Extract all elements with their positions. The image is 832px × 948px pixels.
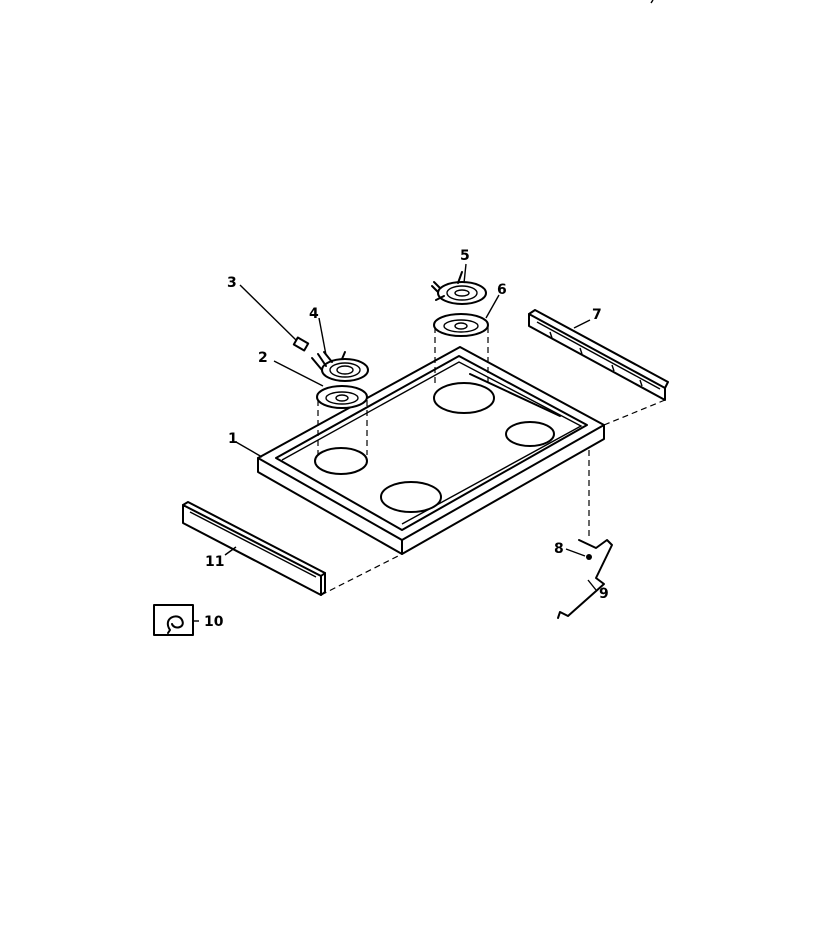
burner-opening [314,447,368,475]
part-label-7: 7 [592,307,602,323]
corner-mark [650,0,654,4]
part-label-8: 8 [554,541,564,557]
bracket [557,539,613,619]
part-label-11: 11 [205,554,224,570]
part-label-4: 4 [309,306,319,322]
drip-bowl-left [316,385,368,455]
burner-opening [433,382,495,414]
terminal-block [292,336,310,352]
surface-element-right [431,271,487,305]
rear-trim [528,309,669,401]
construction-lines [320,399,666,596]
screw [586,554,592,560]
burner-opening [505,421,555,447]
drip-bowl-right [433,313,489,385]
front-trim [182,501,326,596]
cooktop [257,346,605,555]
surface-element-left [311,351,369,382]
part-label-2: 2 [258,350,268,366]
literature-box [153,604,194,636]
leader-lines [193,263,597,622]
part-label-9: 9 [599,586,609,602]
part-label-1: 1 [228,431,238,447]
part-label-10: 10 [204,614,224,630]
part-label-6: 6 [497,282,507,298]
part-label-3: 3 [227,275,237,291]
part-label-5: 5 [460,248,470,264]
burner-opening [380,481,442,513]
